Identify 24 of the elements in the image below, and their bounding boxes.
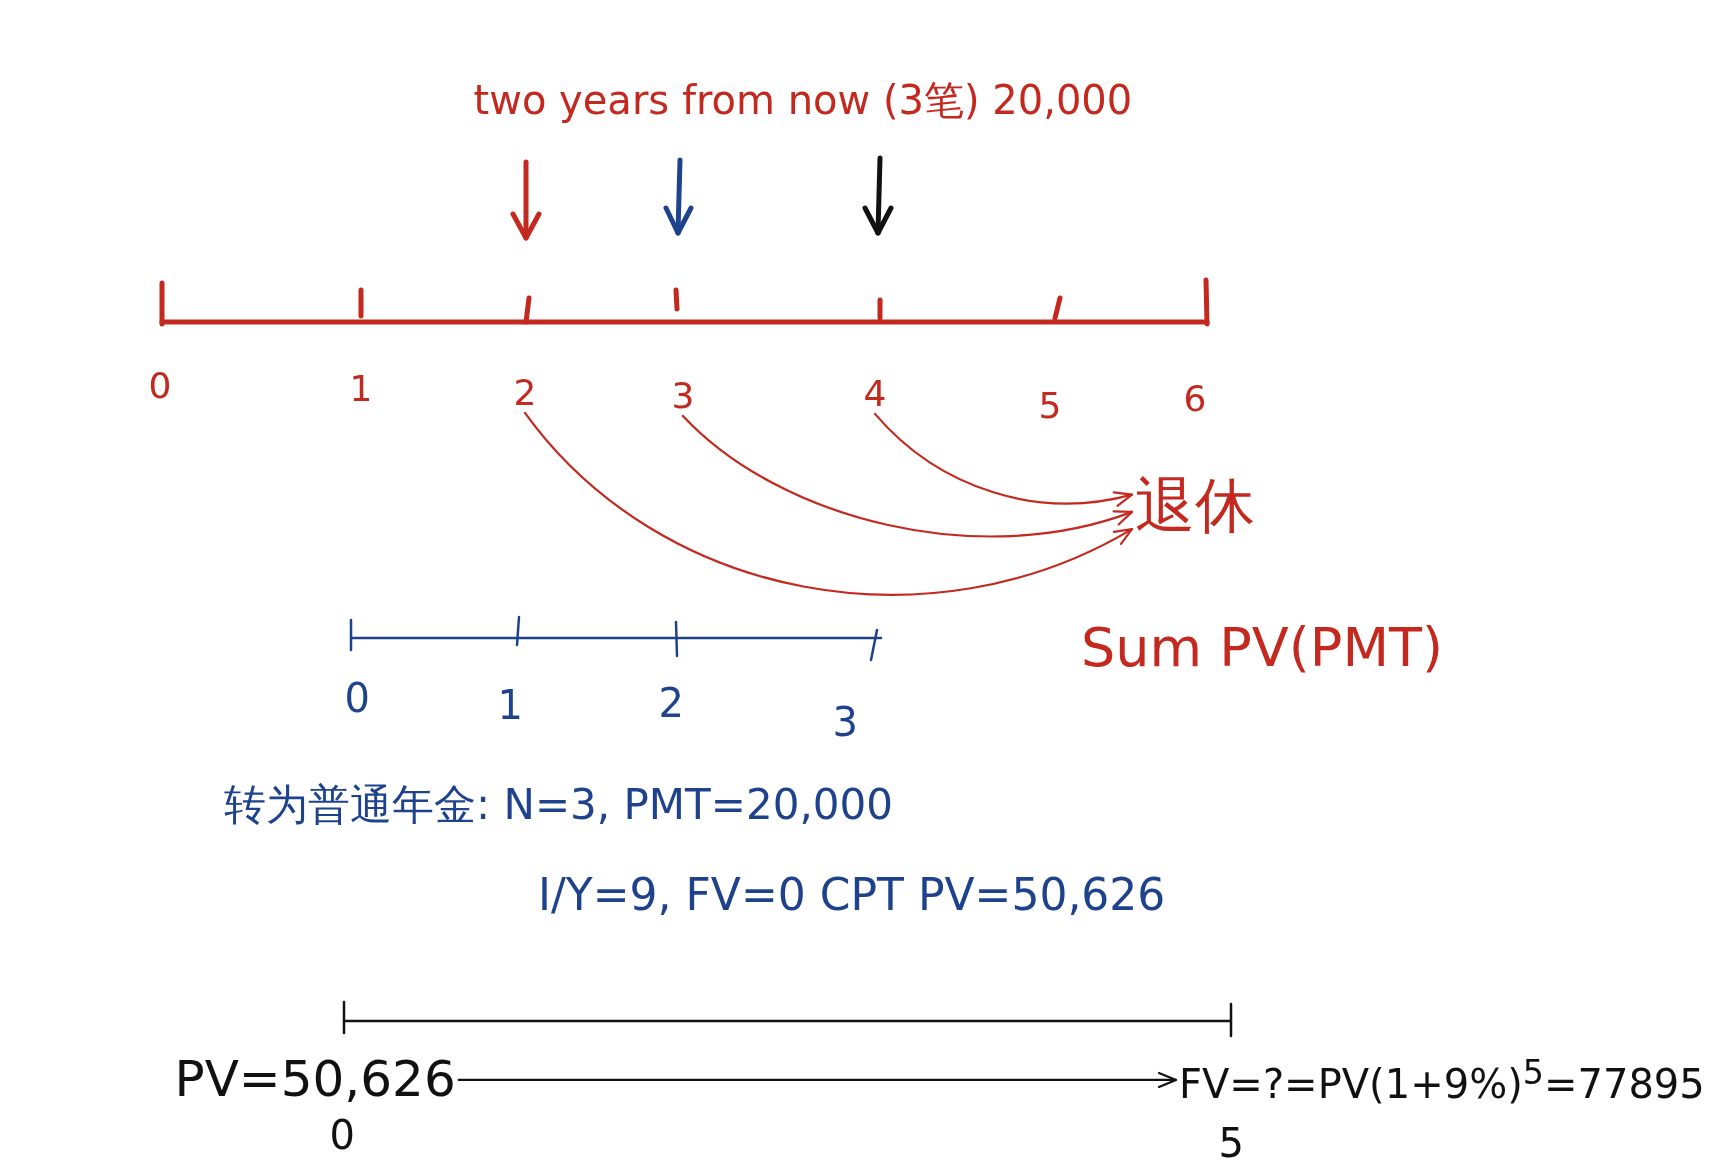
tick-label: 0 bbox=[328, 1112, 356, 1158]
tick-label: 1 bbox=[496, 682, 524, 728]
tick-label: 5 bbox=[1037, 384, 1063, 426]
text-label: 退休 bbox=[1132, 470, 1258, 540]
tick-label: 6 bbox=[1182, 377, 1208, 419]
tick-label: 0 bbox=[343, 675, 371, 721]
tick-label: 2 bbox=[657, 680, 685, 726]
tick-label: 3 bbox=[668, 374, 698, 416]
tick-label: 5 bbox=[1217, 1120, 1245, 1166]
formula-text: FV=?=PV(1+9%)$^{5}$=77895 bbox=[1176, 1053, 1708, 1107]
curved-arrow bbox=[873, 412, 1134, 507]
heading-text: two years from now (3笔) 20,000 bbox=[470, 77, 1136, 123]
arrow bbox=[457, 1071, 1178, 1089]
tick-label: 4 bbox=[860, 372, 890, 414]
tick-label: 1 bbox=[348, 367, 374, 409]
curved-arrow bbox=[523, 411, 1134, 596]
curved-arrow bbox=[681, 414, 1134, 538]
tick-label: 3 bbox=[831, 699, 859, 745]
tick-label: 2 bbox=[510, 371, 540, 413]
note-text: 转为普通年金: N=3, PMT=20,000 bbox=[223, 781, 894, 830]
tick-label: 0 bbox=[147, 364, 173, 406]
formula-text: Sum PV(PMT) bbox=[1080, 617, 1445, 680]
note-text: I/Y=9, FV=0 CPT PV=50,626 bbox=[537, 869, 1167, 921]
formula-text: PV=50,626 bbox=[171, 1051, 459, 1109]
